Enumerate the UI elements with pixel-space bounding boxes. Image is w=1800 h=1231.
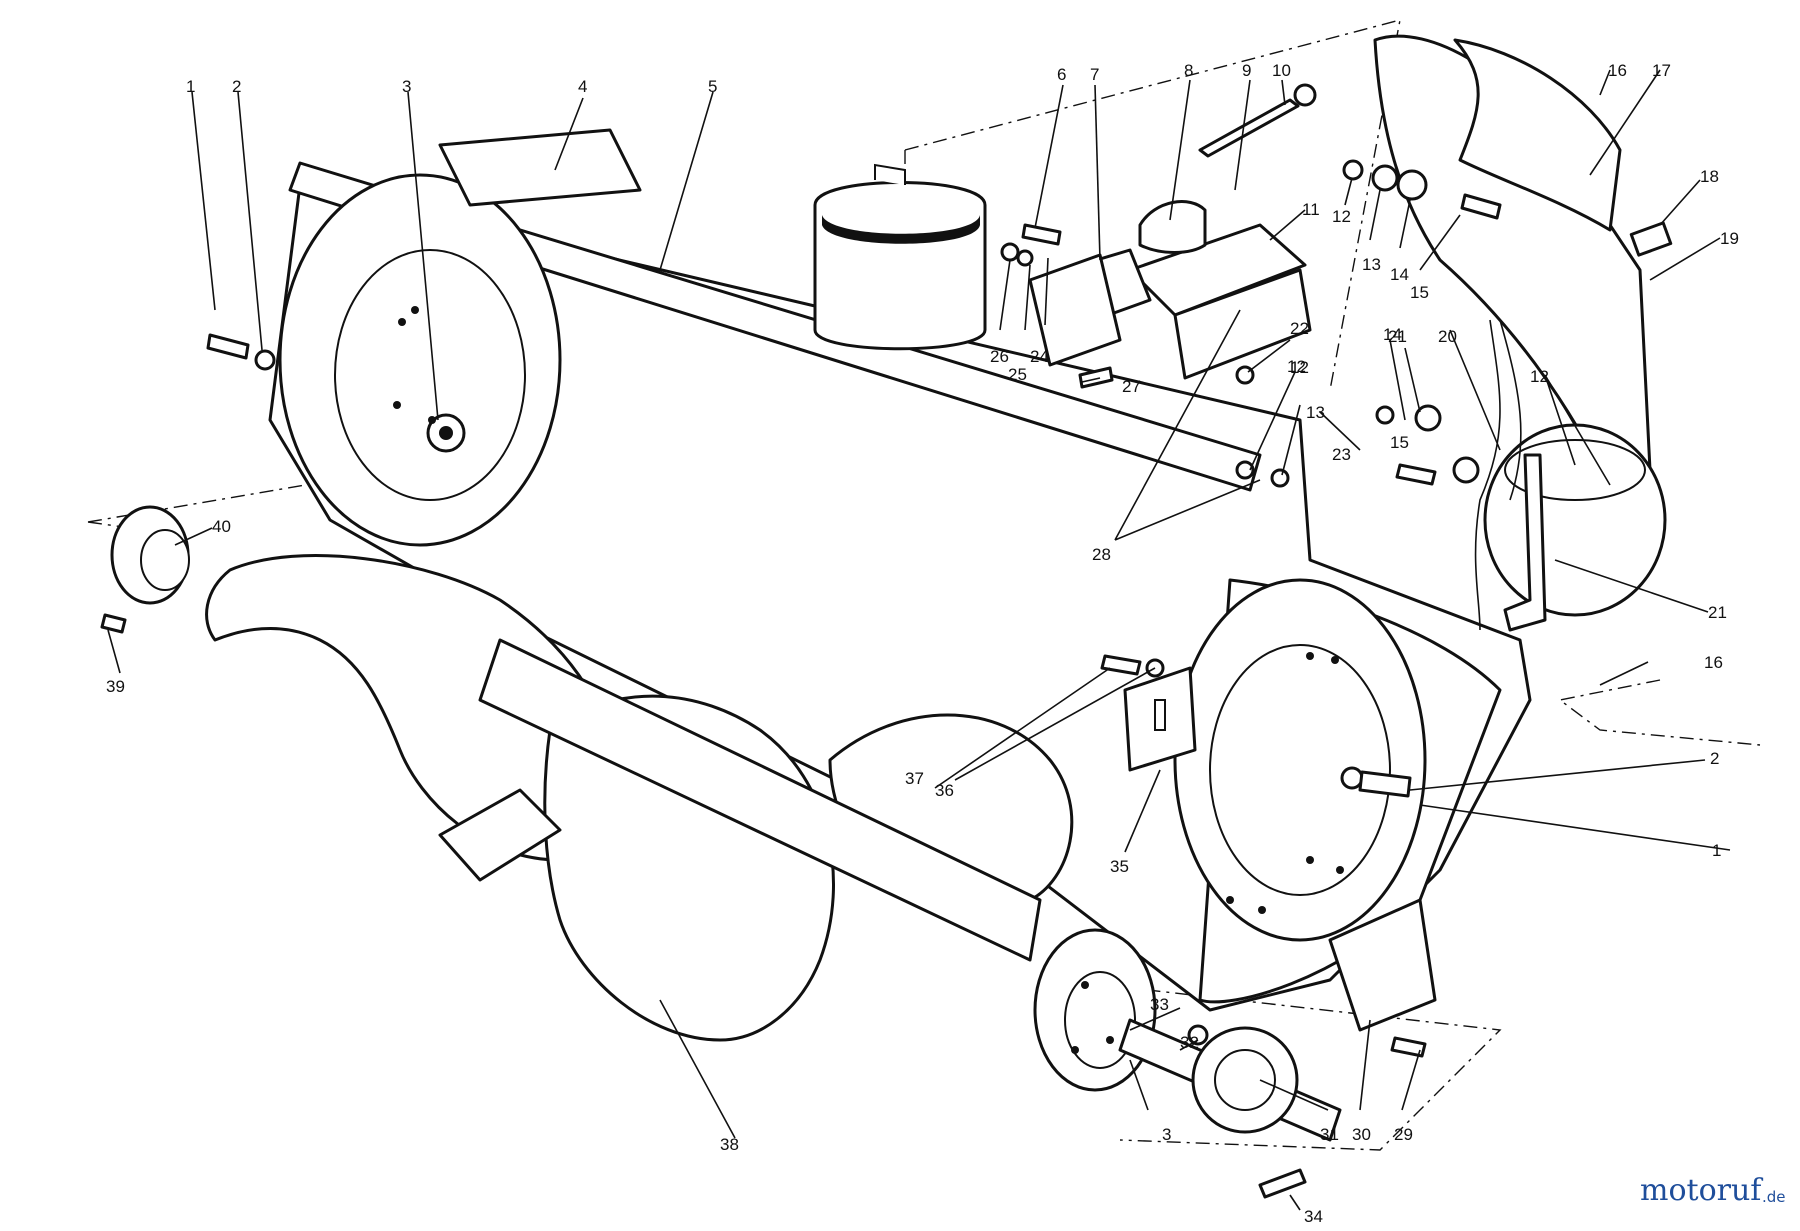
plate-holes — [393, 306, 1344, 914]
skid-plate — [1328, 898, 1437, 1032]
callout-17: 17 — [1652, 61, 1671, 80]
callout-15a: 15 — [1410, 283, 1429, 302]
callout-1-right: 1 — [1712, 841, 1721, 860]
eye-bolt — [1198, 98, 1300, 158]
shield-plate — [438, 128, 642, 207]
left-bearing-flange — [334, 249, 526, 501]
right-bolt — [1358, 770, 1412, 798]
callout-21b: 21 — [1708, 603, 1727, 622]
callout-2-right: 2 — [1710, 749, 1719, 768]
callout-1: 1 — [186, 77, 195, 96]
callout-24: 24 — [1030, 347, 1049, 366]
callout-30: 30 — [1352, 1125, 1371, 1144]
callout-3-bottom: 3 — [1162, 1125, 1171, 1144]
spring — [1138, 200, 1207, 254]
callout-12a: 12 — [1332, 207, 1351, 226]
auger-tube — [478, 638, 1042, 962]
callout-4: 4 — [578, 77, 587, 96]
callout-37: 37 — [905, 769, 924, 788]
auger-paddle — [438, 788, 562, 882]
callout-20: 20 — [1438, 327, 1457, 346]
callout-16b: 16 — [1704, 653, 1723, 672]
mount-plate — [1028, 253, 1122, 367]
callout-38: 38 — [720, 1135, 739, 1154]
callout-27: 27 — [1122, 377, 1141, 396]
right-bearing-flange — [1209, 644, 1391, 896]
callout-39: 39 — [106, 677, 125, 696]
callout-3: 3 — [402, 77, 411, 96]
bracket-channel — [1173, 268, 1312, 380]
callout-8: 8 — [1184, 61, 1193, 80]
callout-32: 32 — [1180, 1033, 1199, 1052]
chute-base — [813, 181, 987, 351]
watermark-suffix: .de — [1762, 1188, 1786, 1206]
callout-labels: 1 2 3 4 5 6 7 8 9 10 11 12 12 12 12 13 1… — [106, 61, 1739, 1226]
callout-7: 7 — [1090, 65, 1099, 84]
chute-bracket — [1503, 453, 1547, 632]
callout-18: 18 — [1700, 167, 1719, 186]
svg-text:motoruf: motoruf — [1640, 1173, 1763, 1208]
callout-9: 9 — [1242, 61, 1251, 80]
callout-28: 28 — [1092, 545, 1111, 564]
bolt-34 — [1258, 1168, 1307, 1199]
callout-23: 23 — [1332, 445, 1351, 464]
callout-35: 35 — [1110, 857, 1129, 876]
callout-26: 26 — [990, 347, 1009, 366]
callout-5: 5 — [708, 77, 717, 96]
alignment-line — [1558, 679, 1761, 746]
chute-deflector — [1453, 38, 1622, 232]
callout-25: 25 — [1008, 365, 1027, 384]
callout-12d: 12 — [1290, 358, 1309, 377]
callout-14b: 14 — [1383, 325, 1402, 344]
decal — [1629, 221, 1673, 257]
callout-22: 22 — [1290, 319, 1309, 338]
callout-40: 40 — [212, 517, 231, 536]
watermark-text: motoruf — [1640, 1173, 1763, 1208]
callout-21a: 21 — [1388, 327, 1407, 346]
callout-13a: 13 — [1362, 255, 1381, 274]
callout-31: 31 — [1320, 1125, 1339, 1144]
callout-16a: 16 — [1608, 61, 1627, 80]
watermark: motoruf .de — [1640, 1173, 1786, 1208]
callout-11: 11 — [1302, 200, 1320, 219]
callout-2: 2 — [232, 77, 241, 96]
callout-12c: 12 — [1530, 367, 1549, 386]
callout-33: 33 — [1150, 995, 1169, 1014]
alignment-line — [1059, 979, 1502, 1151]
callout-14a: 14 — [1390, 265, 1409, 284]
callout-29: 29 — [1394, 1125, 1413, 1144]
callout-36: 36 — [935, 781, 954, 800]
bracket-base — [1128, 223, 1307, 317]
top-bar — [288, 161, 1262, 492]
callout-13b: 13 — [1306, 403, 1325, 422]
callout-34: 34 — [1304, 1207, 1323, 1226]
auger-flight-left — [205, 554, 623, 862]
callout-6: 6 — [1057, 65, 1066, 84]
callout-15b: 15 — [1390, 433, 1409, 452]
callout-12b: 12 — [1287, 357, 1306, 376]
callout-10: 10 — [1272, 61, 1291, 80]
callout-19: 19 — [1720, 229, 1739, 248]
drawing — [87, 19, 1761, 1199]
